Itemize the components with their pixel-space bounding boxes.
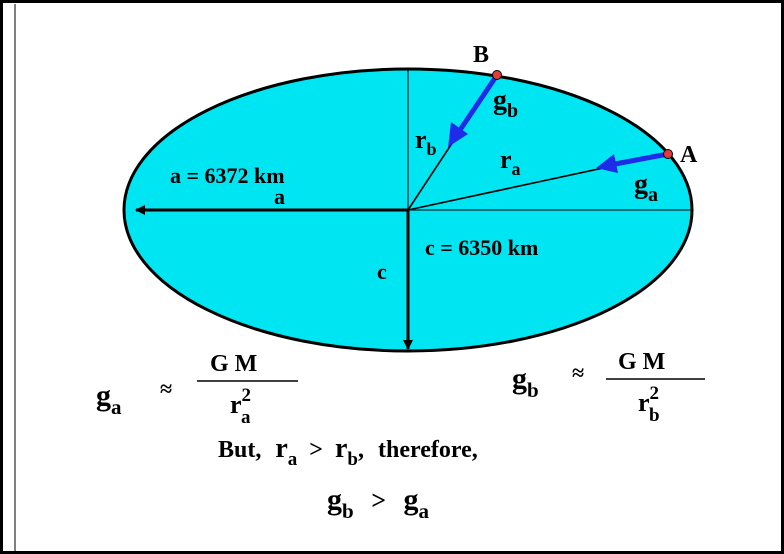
formula-ga-lhs: ga — [96, 379, 122, 419]
conclusion-result: gb > ga — [327, 483, 430, 525]
point-a-marker — [663, 149, 673, 159]
gravity-vector-a-arrowhead — [596, 154, 618, 173]
point-b-label: B — [473, 42, 489, 68]
semi-minor-axis-label: c — [377, 259, 387, 284]
point-a-label: A — [680, 142, 698, 168]
vector-ga-label: ga — [634, 169, 658, 206]
formula-gb-numerator: G M — [618, 349, 665, 375]
vector-gb-label: gb — [493, 85, 518, 122]
gravity-vector-a-arrow — [596, 151, 669, 173]
formula-ga-approx: ≈ — [160, 376, 172, 401]
semi-major-axis-label: a — [274, 184, 285, 209]
semi-minor-axis-value: c = 6350 km — [425, 235, 538, 260]
point-b-marker — [492, 70, 502, 80]
conclusion-statement: But, ra > rb, therefore, — [218, 433, 478, 471]
vector-rb-label: rb — [415, 125, 437, 159]
semi-major-axis-value: a = 6372 km — [170, 163, 285, 188]
vector-ra-label: ra — [500, 145, 521, 179]
gravity-vector-b-arrowhead — [448, 122, 468, 147]
formula-gb-approx: ≈ — [572, 360, 584, 385]
formula-gb-lhs: gb — [512, 362, 539, 402]
gravity-vector-b-arrow — [448, 73, 500, 147]
formula-ga-numerator: G M — [210, 351, 257, 377]
